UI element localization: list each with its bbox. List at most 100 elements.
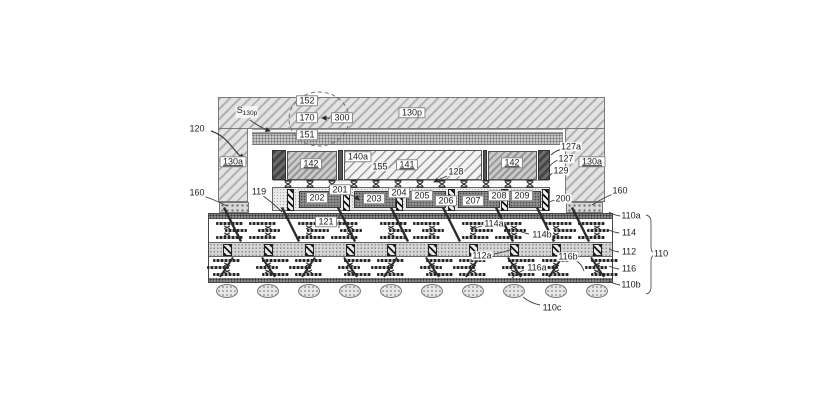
label-209: 209 xyxy=(510,190,534,202)
core-via-112a xyxy=(222,243,232,256)
trace-116 xyxy=(371,265,393,269)
trace-114 xyxy=(330,235,358,239)
trace-114 xyxy=(461,221,489,225)
label-121: 121 xyxy=(314,216,338,228)
trace-116 xyxy=(590,258,618,262)
trace-114 xyxy=(577,235,605,239)
trace-114 xyxy=(577,221,605,225)
trace-114 xyxy=(412,221,440,225)
label-170: 170 xyxy=(295,112,319,124)
label-152: 152 xyxy=(295,95,319,107)
solder-ball-110c xyxy=(421,284,443,298)
trace-114 xyxy=(379,221,407,225)
label-203: 203 xyxy=(362,193,386,205)
solder-ball-110c xyxy=(503,284,525,298)
label-208: 208 xyxy=(487,190,511,202)
core-via-112a xyxy=(427,243,437,256)
trace-114 xyxy=(379,235,407,239)
label-202: 202 xyxy=(305,192,329,204)
label-112: 112 xyxy=(620,246,638,257)
trace-116 xyxy=(343,272,371,276)
label-110c: 110c xyxy=(541,302,563,313)
solder-ball-110c xyxy=(462,284,484,298)
label-205: 205 xyxy=(410,190,434,202)
label-119: 119 xyxy=(250,186,268,197)
trace-116 xyxy=(541,272,569,276)
trace-114 xyxy=(340,228,362,232)
label-116a: 116a xyxy=(526,262,548,273)
trace-114 xyxy=(297,221,325,225)
trace-114 xyxy=(307,228,329,232)
trace-116 xyxy=(256,265,278,269)
trace-114 xyxy=(461,235,489,239)
label-204: 204 xyxy=(387,187,411,199)
die-gap-left xyxy=(338,150,343,180)
trace-114 xyxy=(494,235,522,239)
label-207: 207 xyxy=(461,195,485,207)
trace-116 xyxy=(376,272,404,276)
trace-114 xyxy=(248,235,276,239)
label-116b: 116b xyxy=(557,251,579,262)
trace-116 xyxy=(261,272,289,276)
core-via-112a xyxy=(509,243,519,256)
trace-116 xyxy=(376,258,404,262)
trace-114 xyxy=(297,235,325,239)
trace-116 xyxy=(425,258,453,262)
tim-layer-151 xyxy=(252,133,563,145)
label-128: 128 xyxy=(447,166,465,177)
trace-116 xyxy=(207,265,229,269)
label-s130p: S130p xyxy=(235,105,259,118)
label-141: 141 xyxy=(395,159,419,171)
trace-116 xyxy=(453,265,475,269)
stiffener-ring-right xyxy=(538,150,550,180)
trace-114 xyxy=(504,228,526,232)
trace-114 xyxy=(544,235,572,239)
trace-114 xyxy=(471,228,493,232)
interposer-tsv-6 xyxy=(541,189,549,211)
solder-ball-110c xyxy=(298,284,320,298)
stiffener-ring-left xyxy=(272,150,286,180)
core-via-112a xyxy=(345,243,355,256)
trace-114 xyxy=(587,228,609,232)
trace-116 xyxy=(585,265,607,269)
trace-116 xyxy=(294,272,322,276)
trace-116 xyxy=(294,258,322,262)
label-110b: 110b xyxy=(620,279,642,290)
label-142-left: 142 xyxy=(299,158,323,170)
core-via-112a xyxy=(304,243,314,256)
label-206: 206 xyxy=(434,195,458,207)
trace-116 xyxy=(502,265,524,269)
label-140a: 140a xyxy=(344,151,372,163)
trace-114 xyxy=(389,228,411,232)
trace-116 xyxy=(590,272,618,276)
trace-116 xyxy=(425,272,453,276)
label-129: 129 xyxy=(552,165,570,176)
trace-114 xyxy=(554,228,576,232)
trace-116 xyxy=(212,258,240,262)
label-127a: 127a xyxy=(559,141,583,152)
trace-114 xyxy=(258,228,280,232)
label-114a: 114a xyxy=(483,218,505,229)
trace-116 xyxy=(338,265,360,269)
label-142-right: 142 xyxy=(500,157,524,169)
label-116: 116 xyxy=(620,263,638,274)
substrate-bottom-surface-110b xyxy=(209,278,612,282)
trace-114 xyxy=(422,228,444,232)
trace-116 xyxy=(343,258,371,262)
label-160-right: 160 xyxy=(611,185,629,196)
substrate-top-surface-110a xyxy=(209,214,612,219)
trace-114 xyxy=(412,235,440,239)
label-151: 151 xyxy=(295,129,319,141)
solder-ball-110c xyxy=(257,284,279,298)
label-114b: 114b xyxy=(531,229,553,240)
trace-116 xyxy=(420,265,442,269)
solder-ball-110c xyxy=(339,284,361,298)
trace-114 xyxy=(544,221,572,225)
adhesive-layer-170 xyxy=(252,129,563,133)
solder-ball-110c xyxy=(380,284,402,298)
core-via-112a xyxy=(386,243,396,256)
trace-114 xyxy=(248,221,276,225)
label-160-left: 160 xyxy=(188,187,206,198)
solder-ball-110c xyxy=(545,284,567,298)
label-110: 110 xyxy=(652,248,670,259)
